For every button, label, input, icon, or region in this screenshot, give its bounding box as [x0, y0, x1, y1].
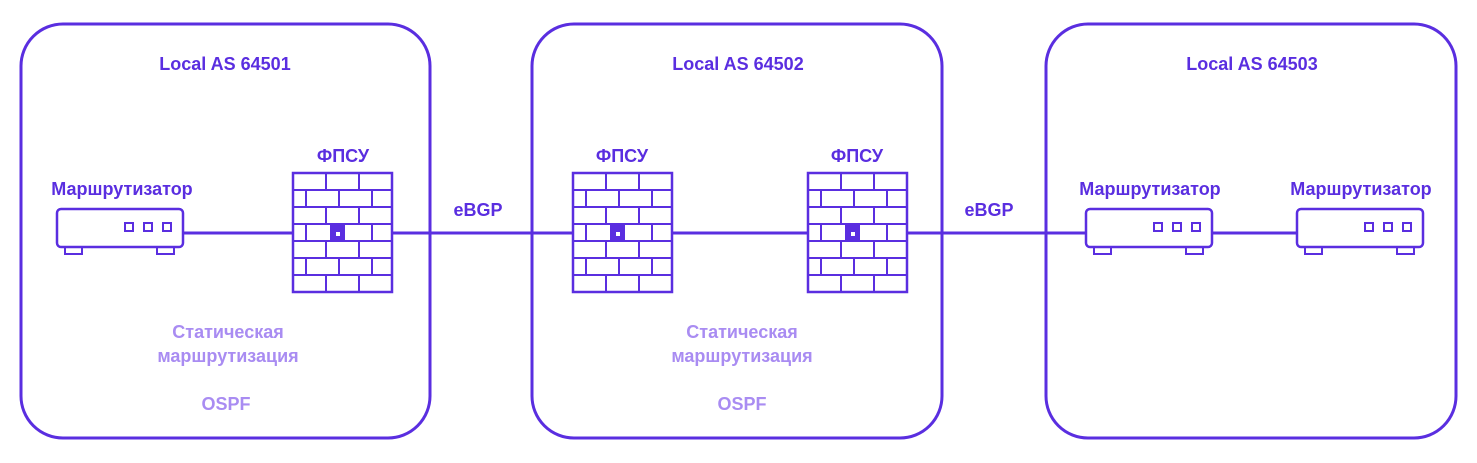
static-routing-label: Статическая [172, 322, 283, 342]
zone-as-64503 [1044, 22, 1458, 440]
router-icon [1084, 207, 1214, 255]
ebgp-label: eBGP [964, 200, 1013, 220]
zone-title: Local AS 64501 [159, 54, 290, 74]
router-icon [1295, 207, 1425, 255]
static-routing-label: маршрутизация [671, 346, 812, 366]
ebgp-label: eBGP [453, 200, 502, 220]
static-routing-label: Статическая [686, 322, 797, 342]
firewall-icon [806, 171, 909, 294]
router-label: Маршрутизатор [1079, 179, 1220, 199]
router-icon [55, 207, 185, 255]
static-routing-label: маршрутизация [157, 346, 298, 366]
ospf-label: OSPF [717, 394, 766, 414]
ospf-label: OSPF [201, 394, 250, 414]
firewall-label: ФПСУ [831, 146, 884, 166]
firewall-label: ФПСУ [317, 146, 370, 166]
firewall-label: ФПСУ [596, 146, 649, 166]
zone-title: Local AS 64503 [1186, 54, 1317, 74]
zone-as-64502 [530, 22, 944, 440]
router-label: Маршрутизатор [1290, 179, 1431, 199]
firewall-icon [571, 171, 674, 294]
firewall-icon [291, 171, 394, 294]
router-label: Маршрутизатор [51, 179, 192, 199]
zone-as-64501 [19, 22, 432, 440]
zone-title: Local AS 64502 [672, 54, 803, 74]
